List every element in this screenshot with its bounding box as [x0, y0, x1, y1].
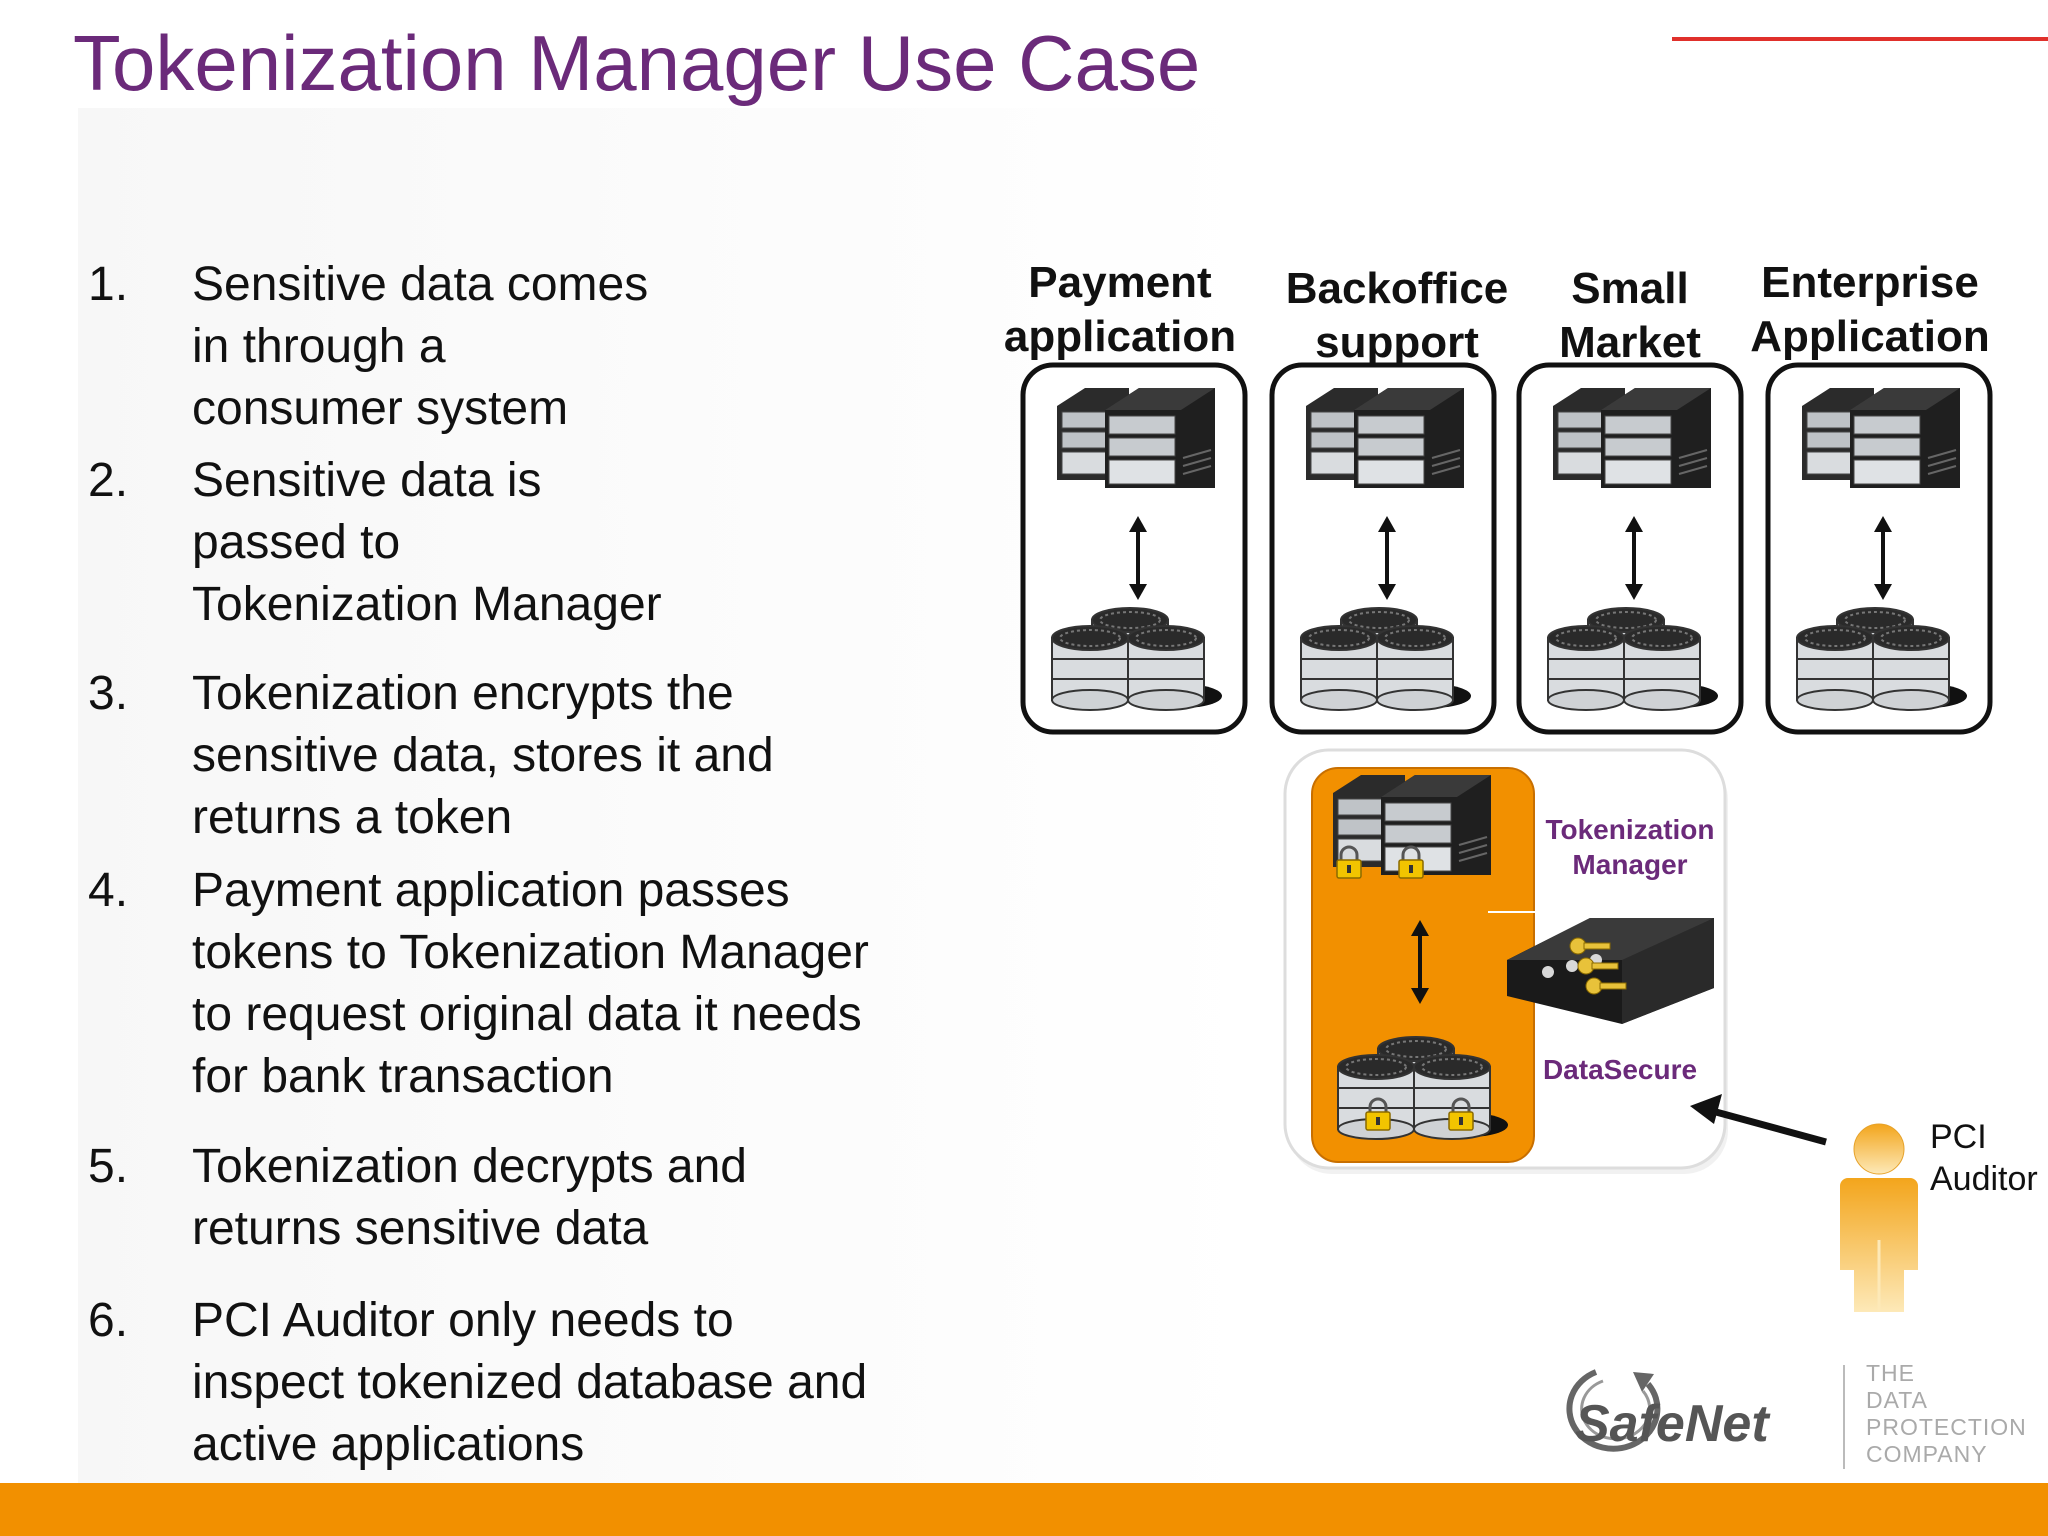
pci-auditor-label: PCI Auditor	[1930, 1118, 2038, 1198]
step-text: Tokenization decrypts and returns sensit…	[192, 1140, 747, 1255]
system-label-small-market: Small Market	[1559, 264, 1701, 367]
step-number: 4.	[88, 864, 129, 917]
tokenization-manager-label: Tokenization Manager	[1545, 814, 1715, 880]
step-text: Payment application passes tokens to Tok…	[192, 864, 869, 1103]
step-text: Sensitive data is passed to Tokenization…	[192, 454, 662, 631]
safenet-wordmark: SafeNet	[1575, 1395, 1771, 1453]
system-label-backoffice: Backoffice support	[1285, 264, 1509, 367]
system-box-backoffice	[1269, 362, 1497, 735]
logo-tagline: THE DATA PROTECTION COMPANY	[1866, 1360, 2027, 1467]
step-number: 2.	[88, 454, 129, 507]
logo-divider	[1843, 1365, 1845, 1469]
system-box-enterprise	[1765, 362, 1993, 735]
step-text: Sensitive data comes in through a consum…	[192, 258, 649, 435]
step-number: 1.	[88, 258, 129, 311]
safenet-logo: SafeNet	[1543, 1358, 1833, 1473]
step-text: PCI Auditor only needs to inspect tokeni…	[192, 1294, 868, 1471]
step-text: Tokenization encrypts the sensitive data…	[192, 667, 774, 844]
system-label-payment: Payment application	[1003, 258, 1237, 361]
step-number: 3.	[88, 667, 129, 720]
auditor-arrow	[1690, 1094, 1827, 1146]
tokenization-manager-box	[1283, 748, 1728, 1174]
system-label-enterprise: Enterprise Application	[1750, 258, 1990, 361]
safenet-logo-icon	[1566, 1369, 1661, 1452]
slide-title: Tokenization Manager Use Case	[73, 19, 1201, 107]
step-number: 5.	[88, 1140, 129, 1193]
accent-line	[1672, 37, 2048, 41]
step-number: 6.	[88, 1294, 129, 1347]
hsm-appliance	[1507, 918, 1714, 1024]
person-icon	[1840, 1123, 1918, 1312]
footer-bar	[0, 1483, 2048, 1536]
system-box-small-market	[1516, 362, 1744, 735]
datasecure-label: DataSecure	[1542, 1054, 1698, 1085]
system-box-payment	[1020, 362, 1248, 735]
